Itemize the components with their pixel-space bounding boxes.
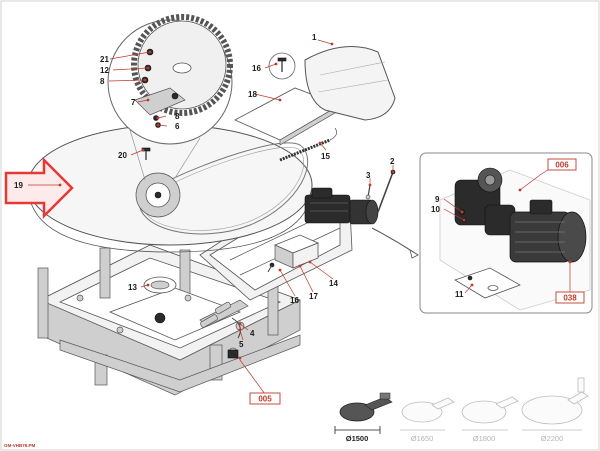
callout-16: 16: [252, 64, 261, 73]
boxed-label-038: 038: [555, 291, 585, 304]
callout-9: 9: [435, 195, 440, 204]
size-label-1800: Ø1800: [473, 434, 496, 443]
inset-pointer-head-icon: [409, 249, 419, 259]
size-option-1500: Ø1500: [334, 392, 393, 443]
callout-18: 18: [248, 90, 257, 99]
boxed-label-005: 005: [249, 392, 281, 405]
document-id: GM-VHB79.PM: [4, 443, 36, 448]
size-option-2200: Ø2200: [521, 377, 589, 443]
control-box: [273, 234, 320, 269]
gear-motor: [304, 187, 379, 225]
box-screw: [267, 262, 275, 273]
boxed-label-006: 006: [547, 158, 577, 171]
callout-4: 4: [250, 329, 255, 338]
callout-19: 19: [14, 181, 23, 190]
callout-10: 10: [431, 205, 440, 214]
callout-14: 14: [329, 279, 338, 288]
motor-detail-inset: [419, 152, 593, 314]
drive-chain: [279, 127, 337, 162]
size-option-1800: Ø1800: [461, 396, 519, 443]
long-bolt: [377, 169, 396, 213]
callout-16b: 16: [290, 296, 299, 305]
callout-20: 20: [118, 151, 127, 160]
callout-7: 7: [131, 98, 136, 107]
callout-11: 11: [455, 290, 464, 299]
boxed-label-038-text: 038: [563, 294, 577, 303]
screw-set: [365, 184, 371, 200]
callout-6: 6: [175, 122, 180, 131]
size-option-1650: Ø1650: [400, 397, 455, 443]
sprocket-detail-inset: [107, 14, 233, 181]
boxed-label-006-text: 006: [555, 161, 569, 170]
callout-8b: 8: [100, 77, 105, 86]
size-label-1500: Ø1500: [346, 434, 369, 443]
callout-15: 15: [321, 152, 330, 161]
motor-hood: [304, 46, 396, 121]
callout-12: 12: [100, 66, 109, 75]
callout-17: 17: [309, 292, 318, 301]
callout-21: 21: [100, 55, 109, 64]
bearing-ring: [143, 276, 177, 294]
callout-2: 2: [390, 157, 395, 166]
callout-13: 13: [128, 283, 137, 292]
rotation-arrow-icon: [4, 156, 74, 220]
size-label-1650: Ø1650: [411, 434, 434, 443]
turntable-platform: [27, 124, 313, 253]
callout-1: 1: [312, 33, 317, 42]
boxed-label-005-text: 005: [258, 395, 272, 404]
size-label-2200: Ø2200: [541, 434, 564, 443]
leader-lines: [28, 39, 572, 395]
callout-5: 5: [239, 340, 244, 349]
callout-labels: 1 2 3 4 5 6 7 8 8 9 10 11 12 13 14 15 16…: [14, 33, 464, 349]
platform-size-options: Ø1500 Ø1650 Ø1800 Ø2200: [334, 377, 589, 443]
cable-fitting: [200, 301, 241, 339]
callout-3: 3: [366, 171, 371, 180]
screw-detail-inset: [268, 52, 296, 80]
callout-8: 8: [175, 112, 180, 121]
